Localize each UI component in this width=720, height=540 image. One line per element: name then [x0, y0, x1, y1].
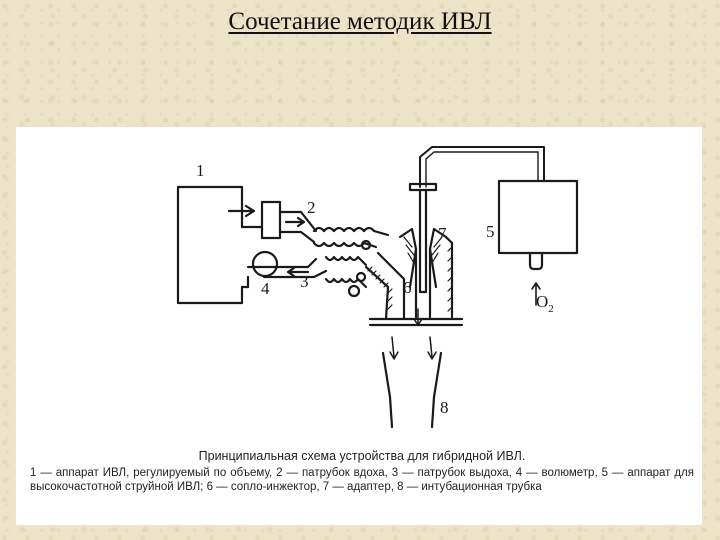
- jet-clamp: [408, 182, 438, 192]
- jet-ventilator-box: [497, 179, 579, 255]
- oxygen-inlet: [528, 251, 544, 271]
- flow-down-arrow-icon: [413, 308, 423, 326]
- tube-arrow-right: [427, 336, 437, 360]
- adapter-cone-hatch: [403, 236, 443, 264]
- adapter-hatch-right: [447, 246, 453, 312]
- caption-title: Принципиальная схема устройства для гибр…: [198, 449, 526, 463]
- ventilator-housing: [176, 185, 244, 305]
- nozzle-injector: [418, 188, 428, 294]
- elbow-adapter-hatch: [367, 266, 393, 310]
- label-5: 5: [486, 222, 495, 241]
- label-3: 3: [300, 272, 309, 291]
- label-4: 4: [261, 279, 270, 298]
- volumeter-circle: [251, 250, 279, 278]
- ventilation-schematic: 1 2 3 4 5 6 7 8 O2: [176, 146, 579, 429]
- inhalation-duct: [278, 210, 318, 244]
- jet-line-inner: [425, 151, 539, 188]
- slide-title: Сочетание методик ИВЛ: [0, 8, 720, 36]
- tube-coil-3: [360, 239, 372, 251]
- label-o2: O2: [536, 292, 554, 315]
- inhalation-valve-box: [260, 200, 282, 240]
- expiratory-duct: [246, 257, 328, 279]
- label-2: 2: [307, 198, 316, 217]
- label-6: 6: [403, 278, 412, 297]
- corrugated-tube-exhale: [324, 255, 368, 289]
- label-1: 1: [196, 161, 205, 180]
- adapter-flange: [368, 317, 464, 327]
- oxygen-arrow-icon: [531, 282, 541, 306]
- expiratory-arrow-icon: [286, 266, 310, 278]
- valve-arrow-icon: [227, 204, 256, 218]
- tube-arrow-left: [389, 336, 399, 360]
- label-7: 7: [438, 224, 447, 243]
- adapter-cone-left: [398, 227, 418, 289]
- corrugated-tube-inhale: [312, 226, 390, 237]
- inhalation-arrow-icon: [284, 216, 306, 228]
- adapter-body: [414, 235, 454, 319]
- adapter-cone-right: [428, 227, 448, 289]
- caption-body: 1 — аппарат ИВЛ, регулируемый по объему,…: [30, 467, 694, 493]
- slide-title-text: Сочетание методик ИВЛ: [228, 8, 492, 35]
- label-8: 8: [440, 398, 449, 417]
- tube-coil-1: [347, 284, 361, 298]
- intubation-tube: [381, 351, 443, 429]
- jet-line-vertical: [419, 146, 545, 188]
- corrugated-tube-inhale-lower: [312, 241, 378, 249]
- figure-panel: 1 2 3 4 5 6 7 8 O2 Принципиальная схема …: [16, 127, 702, 525]
- figure-caption: Принципиальная схема устройства для гибр…: [30, 449, 694, 494]
- tube-coil-2: [355, 271, 367, 283]
